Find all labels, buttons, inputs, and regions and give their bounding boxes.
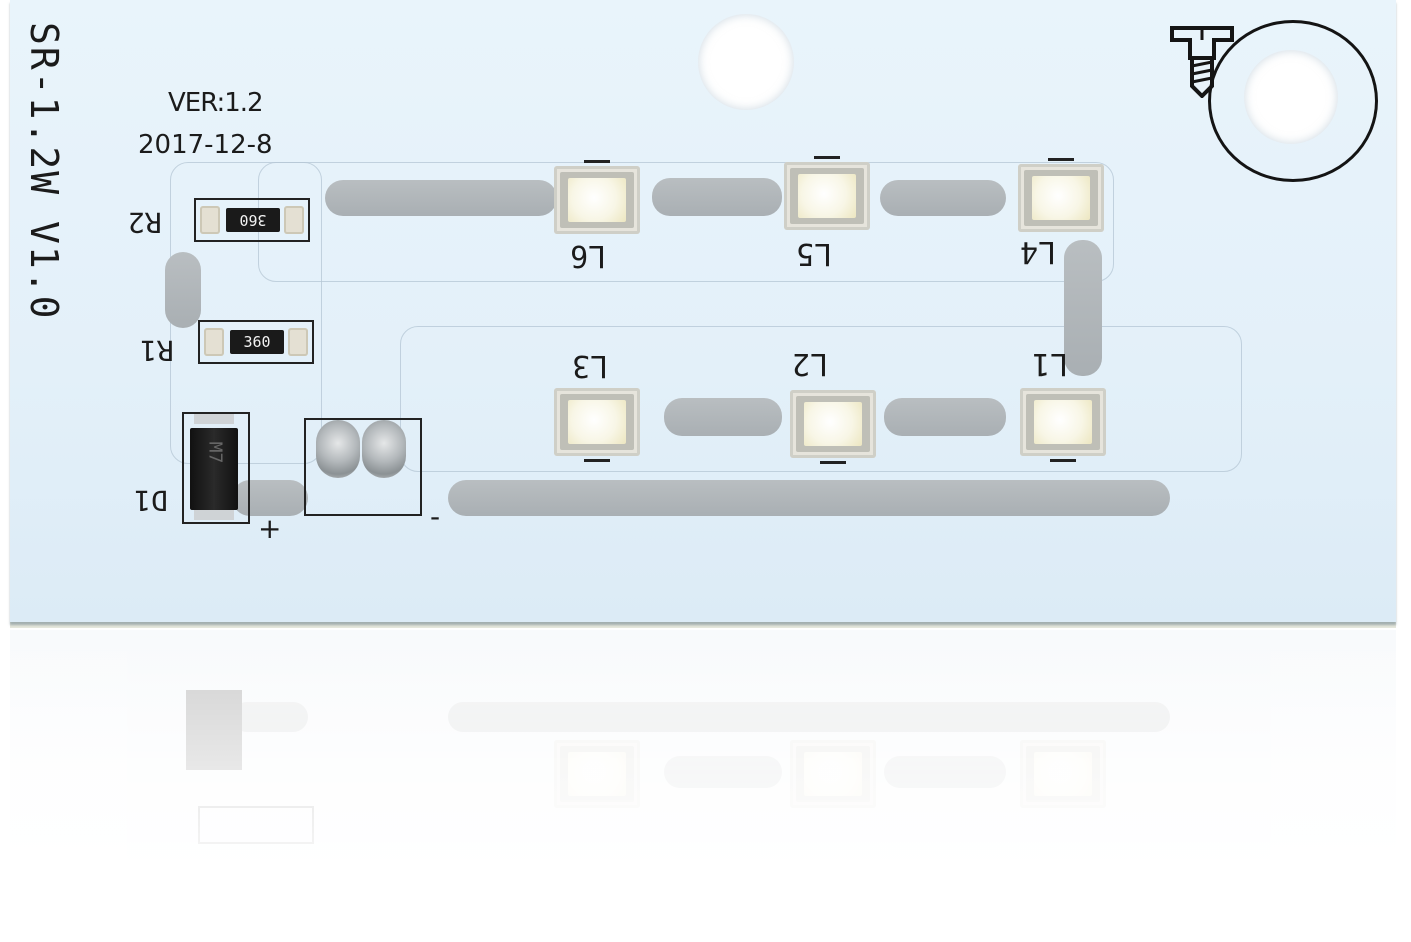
mounting-hole-ring [1208, 20, 1378, 182]
mounting-hole [698, 14, 794, 110]
l3-label: L3 [572, 348, 609, 383]
led-l6 [554, 160, 640, 234]
diode-d1: M7 [182, 412, 250, 524]
led-l3 [554, 388, 640, 462]
led-l5 [784, 156, 870, 230]
resistor-r2: 360 [194, 198, 310, 242]
trace-pad [325, 180, 557, 216]
date-label: 2017-12-8 [138, 130, 273, 160]
board-edge [10, 618, 1396, 628]
minus-terminal-label: - [430, 500, 441, 533]
l6-label: L6 [570, 238, 607, 273]
screw-icon [1170, 26, 1234, 98]
mounting-hole [1244, 50, 1338, 144]
led-l2 [790, 390, 876, 464]
terminal-outline [304, 418, 422, 516]
led-l1 [1020, 388, 1106, 462]
trace-pad [1064, 240, 1102, 376]
solder-terminal-plus [316, 420, 360, 478]
r2-label: R2 [128, 206, 162, 239]
trace-pad [165, 252, 201, 328]
l1-label: L1 [1032, 346, 1069, 381]
l4-label: L4 [1020, 234, 1057, 269]
trace-pad [880, 180, 1006, 216]
trace-pad [664, 398, 782, 436]
r1-label: R1 [140, 334, 174, 367]
trace-pad [652, 178, 782, 216]
trace-pad [448, 480, 1170, 516]
trace-pad [884, 398, 1006, 436]
r1-code: 360 [230, 330, 284, 354]
diode-marking: M7 [204, 441, 226, 464]
reflection-fade [0, 630, 1411, 942]
resistor-r1: 360 [198, 320, 314, 364]
led-l4 [1018, 158, 1104, 232]
l5-label: L5 [796, 236, 833, 271]
solder-terminal-minus [362, 420, 406, 478]
trace-pad [232, 480, 308, 516]
l2-label: L2 [792, 346, 829, 381]
led-board: SR-1.2W V1.0 VER:1.2 2017-12-8 R2 360 R1… [10, 0, 1396, 622]
board-model-label: SR-1.2W V1.0 [22, 22, 66, 321]
r2-code: 360 [226, 208, 280, 232]
plus-terminal-label: + [258, 512, 282, 545]
version-label: VER:1.2 [168, 88, 264, 118]
d1-label: D1 [134, 484, 168, 517]
trace-outline [400, 326, 1242, 472]
